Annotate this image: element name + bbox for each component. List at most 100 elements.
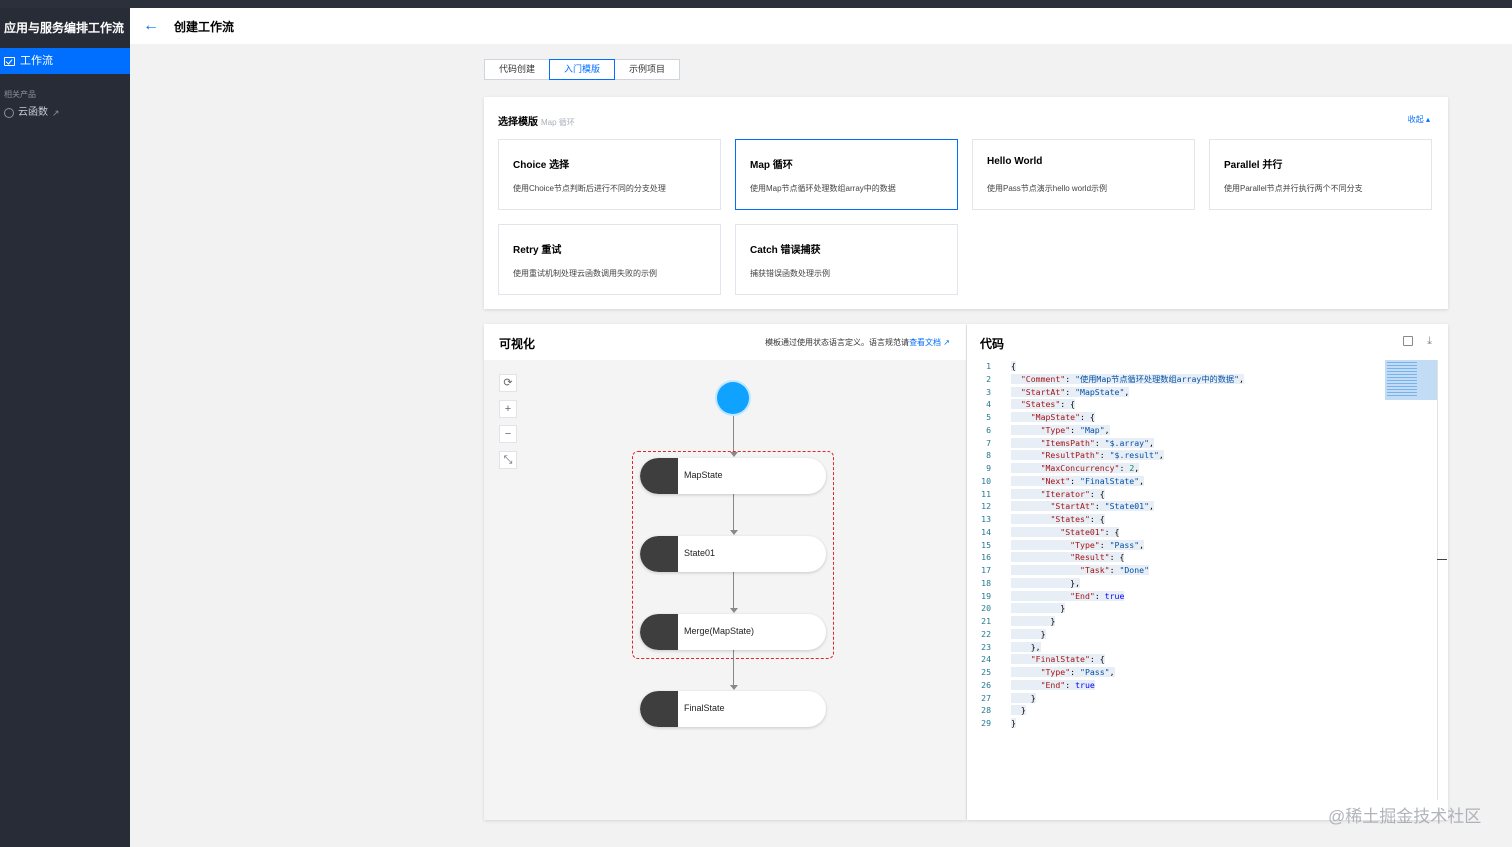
- line-number: 27: [981, 692, 991, 703]
- collapse-button[interactable]: 收起 ▴: [1408, 114, 1430, 125]
- state-node-state01[interactable]: State01: [640, 536, 826, 572]
- sidebar-item-label: 云函数: [18, 107, 48, 118]
- minimap-lines: [1387, 362, 1417, 396]
- line-number: 3: [986, 386, 991, 397]
- view-docs-link[interactable]: 查看文档: [909, 338, 942, 347]
- template-card-hello-world[interactable]: Hello World 使用Pass节点演示hello world示例: [972, 139, 1195, 210]
- line-number: 20: [981, 603, 991, 614]
- code-text: "MapState": {: [1011, 411, 1095, 424]
- code-text: }: [1011, 705, 1026, 716]
- line-number: 14: [981, 526, 991, 537]
- code-line: 19 "End": true: [967, 590, 1437, 603]
- code-text: "Type": "Pass",: [1011, 539, 1145, 552]
- code-line: 11 "Iterator": {: [967, 488, 1437, 501]
- code-line: 23 },: [967, 641, 1437, 654]
- tab-starter-template[interactable]: 入门模版: [549, 59, 616, 80]
- fit-view-icon[interactable]: ⤡: [499, 451, 517, 469]
- code-line: 1{: [967, 360, 1437, 373]
- code-line: 7 "ItemsPath": "$.array",: [967, 437, 1437, 450]
- code-line: 8 "ResultPath": "$.result",: [967, 449, 1437, 462]
- code-line: 25 "Type": "Pass",: [967, 666, 1437, 679]
- line-number: 25: [981, 667, 991, 677]
- tab-sample-project[interactable]: 示例项目: [614, 59, 681, 80]
- code-text: "StartAt": "MapState",: [1011, 386, 1130, 399]
- fullscreen-icon[interactable]: [1403, 336, 1413, 346]
- code-text: "States": {: [1011, 398, 1076, 411]
- code-line: 29}: [967, 717, 1437, 730]
- code-editor[interactable]: 1{2 "Comment": "使用Map节点循环处理数组array中的数据",…: [967, 360, 1437, 820]
- code-text: "Result": {: [1011, 551, 1125, 564]
- card-desc: 使用Parallel节点并行执行两个不同分支: [1224, 184, 1363, 193]
- code-line: 2 "Comment": "使用Map节点循环处理数组array中的数据",: [967, 373, 1437, 386]
- scroll-marker: [1437, 559, 1447, 560]
- line-number: 11: [981, 488, 991, 499]
- state-node-mapstate[interactable]: MapState: [640, 458, 826, 494]
- sidebar-item-scf[interactable]: 云函数 ↗: [0, 102, 130, 124]
- state-cap: [640, 691, 678, 727]
- line-number: 6: [986, 424, 991, 435]
- page-title: 创建工作流: [174, 19, 235, 34]
- state-node-merge[interactable]: Merge(MapState): [640, 614, 826, 650]
- line-number: 16: [981, 552, 991, 563]
- back-arrow-icon[interactable]: ←: [143, 17, 159, 34]
- code-text: "States": {: [1011, 513, 1105, 526]
- line-number: 21: [981, 616, 991, 626]
- state-node-finalstate[interactable]: FinalState: [640, 691, 826, 727]
- download-icon[interactable]: ⤓: [1427, 335, 1432, 347]
- card-title: Map 循环: [750, 160, 793, 171]
- zoom-out-icon[interactable]: −: [499, 425, 517, 443]
- code-text: "Task": "Done": [1011, 564, 1150, 577]
- line-number: 5: [986, 412, 991, 422]
- start-node[interactable]: [717, 382, 749, 414]
- selected-template-name: Map 循环: [541, 118, 575, 127]
- card-title: Parallel 并行: [1224, 160, 1283, 171]
- visualization-note: 模板通过使用状态语言定义。语言规范请查看文档 ↗: [765, 337, 950, 348]
- sidebar-item-workflow[interactable]: 工作流: [0, 48, 130, 74]
- edge: [733, 416, 734, 452]
- code-line: 5 "MapState": {: [967, 411, 1437, 424]
- state-label: FinalState: [684, 703, 725, 713]
- template-card-map[interactable]: Map 循环 使用Map节点循环处理数组array中的数据: [735, 139, 958, 210]
- code-text: "MaxConcurrency": 2,: [1011, 462, 1140, 475]
- state-label: MapState: [684, 470, 723, 480]
- code-text: "End": true: [1011, 679, 1095, 692]
- line-number: 28: [981, 705, 991, 716]
- card-title: Hello World: [987, 156, 1043, 167]
- code-text: }: [1011, 603, 1066, 614]
- visualization-header: 可视化 模板通过使用状态语言定义。语言规范请查看文档 ↗: [484, 324, 966, 360]
- line-number: 4: [986, 399, 991, 410]
- code-line: 22 }: [967, 628, 1437, 641]
- app-title: 应用与服务编排工作流: [4, 21, 125, 35]
- state-cap: [640, 536, 678, 572]
- arrow-icon: [730, 452, 738, 457]
- code-line: 24 "FinalState": {: [967, 653, 1437, 666]
- template-card-parallel[interactable]: Parallel 并行 使用Parallel节点并行执行两个不同分支: [1209, 139, 1432, 210]
- card-desc: 使用重试机制处理云函数调用失败的示例: [513, 269, 657, 278]
- state-cap: [640, 614, 678, 650]
- template-card-catch[interactable]: Catch 错误捕获 捕获错误函数处理示例: [735, 224, 958, 295]
- chevron-up-icon: ▴: [1425, 115, 1430, 124]
- scrollbar[interactable]: [1437, 360, 1438, 800]
- line-number: 26: [981, 679, 991, 690]
- line-number: 24: [981, 654, 991, 665]
- line-number: 10: [981, 475, 991, 486]
- template-card-choice[interactable]: Choice 选择 使用Choice节点判断后进行不同的分支处理: [498, 139, 721, 210]
- card-desc: 捕获错误函数处理示例: [750, 269, 830, 278]
- card-desc: 使用Pass节点演示hello world示例: [987, 184, 1108, 193]
- tab-code-create[interactable]: 代码创建: [484, 59, 551, 80]
- line-number: 7: [986, 437, 991, 448]
- code-text: },: [1011, 577, 1081, 588]
- template-card-retry[interactable]: Retry 重试 使用重试机制处理云函数调用失败的示例: [498, 224, 721, 295]
- line-number: 12: [981, 501, 991, 512]
- reset-view-icon[interactable]: ⟳: [499, 374, 517, 392]
- top-bar: [0, 0, 1512, 8]
- code-line: 6 "Type": "Map",: [967, 424, 1437, 437]
- code-text: "Next": "FinalState",: [1011, 475, 1145, 488]
- code-text: "Iterator": {: [1011, 488, 1105, 501]
- code-line: 20 }: [967, 602, 1437, 615]
- zoom-in-icon[interactable]: +: [499, 400, 517, 418]
- line-number: 18: [981, 577, 991, 588]
- code-line: 17 "Task": "Done": [967, 564, 1437, 577]
